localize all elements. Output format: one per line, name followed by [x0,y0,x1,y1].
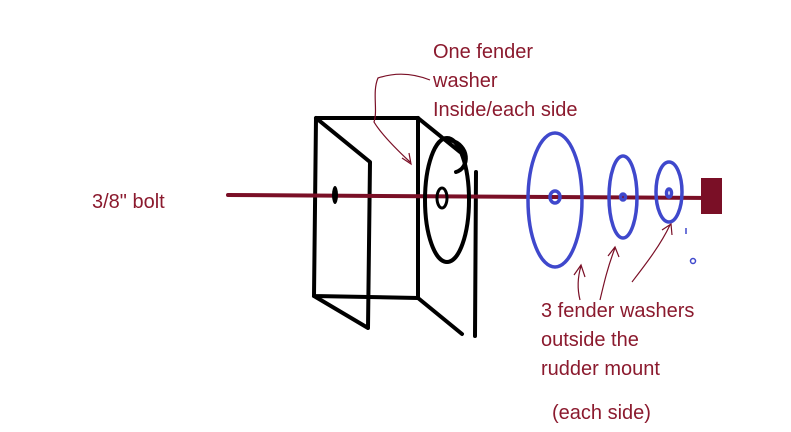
outside-washer-arrows [573,222,673,301]
inside-washer-arrow [373,73,431,163]
inside-washer-label: One fender washer Inside/each side [433,38,578,125]
stray-marks [685,228,697,265]
inside-fender-washer [423,136,471,264]
outside-washer-3 [654,160,684,224]
outside-fender-washers [526,131,684,269]
bracket-side-face [312,116,372,330]
bracket-top-edge [416,116,462,154]
bracket-back-edge [473,170,478,338]
bolt-nut [701,178,722,214]
outside-washer-2 [607,154,639,240]
inside-washer-arrowhead [401,152,412,166]
bracket-front-face [312,116,420,300]
bracket-bottom-edge [416,296,464,336]
bolt-label: 3/8" bolt [92,191,165,213]
outside-washer-1 [526,131,584,269]
outside-washers-label-line-2: outside the [541,329,639,351]
inside-washer-label-line-2: washer [433,70,498,92]
inside-washer-label-line-1: One fender [433,41,534,63]
outside-washers-label-line-3: rudder mount [541,358,660,380]
outside-washers-label-line-1: 3 fender washers [541,300,695,322]
rudder-mount-bracket [312,116,478,338]
each-side-label: (each side) [552,402,651,424]
bracket-hole [332,186,338,204]
outside-washers-label: 3 fender washers outside the rudder moun… [541,297,694,384]
inside-washer-label-line-3: Inside/each side [433,99,578,121]
